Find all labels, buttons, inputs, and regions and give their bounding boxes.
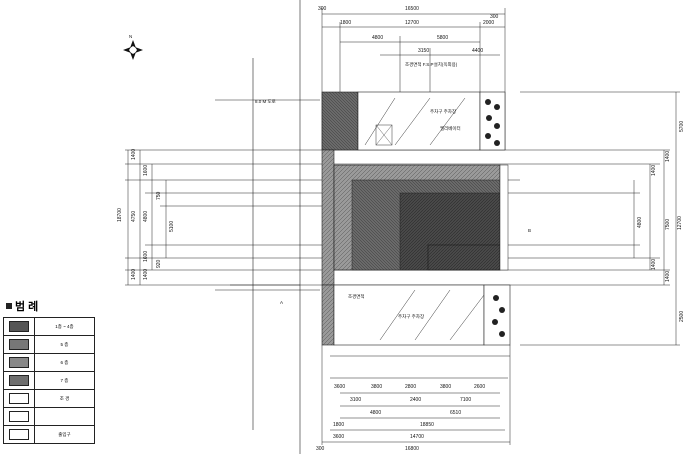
legend-swatch bbox=[9, 410, 29, 422]
small-label-b: B bbox=[528, 228, 531, 233]
bot-dim-r1-0: 3600 bbox=[334, 384, 345, 390]
top-dim-r2-0: 1800 bbox=[340, 20, 351, 26]
legend-swatch-cell bbox=[3, 317, 35, 336]
left-dim-c1-1: 4750 bbox=[131, 211, 137, 222]
legend-swatch bbox=[9, 428, 29, 440]
top-dim-r2-1: 12700 bbox=[405, 20, 419, 26]
legend-label: 5 층 bbox=[34, 335, 95, 354]
road-label: 8.0 M 도로 bbox=[255, 99, 276, 104]
bot-dim-r2-2: 7100 bbox=[460, 397, 471, 403]
bot-dim-r1-2: 2800 bbox=[405, 384, 416, 390]
legend-swatch bbox=[9, 320, 29, 332]
right-dim-c1-2: 1400 bbox=[651, 259, 657, 270]
elevator-label: 엘리베이터 bbox=[440, 125, 461, 132]
left-dim-c3-2: 920 bbox=[156, 259, 162, 268]
bot-dim-r2-1: 2400 bbox=[410, 397, 421, 403]
right-dim-outer-top: 5700 bbox=[679, 121, 685, 132]
right-dim-c1-0: 1400 bbox=[651, 165, 657, 176]
right-dim-c1-1: 4800 bbox=[637, 217, 643, 228]
left-dim-c2-1: 4800 bbox=[143, 211, 149, 222]
bot-dim-r6-1: 16800 bbox=[405, 446, 419, 452]
bot-dim-r5-0: 3600 bbox=[333, 434, 344, 440]
right-dimension-chain bbox=[633, 92, 677, 345]
legend-swatch-cell bbox=[3, 335, 35, 354]
entrance-top-label: 조경면적 F.S.P설치(옥외용) bbox=[405, 61, 458, 68]
right-dim-c3: 12700 bbox=[677, 216, 683, 230]
legend-label: 1층 ~ 4층 bbox=[34, 317, 95, 336]
top-dim-r1-2: 300 bbox=[490, 14, 499, 20]
bot-dim-r3-0: 4800 bbox=[370, 410, 381, 416]
bot-dim-r5-1: 14700 bbox=[410, 434, 424, 440]
parking-bottom-label: 주차구 주차장 bbox=[398, 313, 424, 320]
bot-dim-r3-1: 6510 bbox=[450, 410, 461, 416]
bot-dim-r1-1: 3800 bbox=[371, 384, 382, 390]
top-dim-r3-1: 5800 bbox=[437, 35, 448, 41]
legend-swatch bbox=[9, 374, 29, 386]
legend-label: 출입구 bbox=[34, 425, 95, 444]
right-dim-c2-1: 7500 bbox=[665, 219, 671, 230]
legend-title-text: 범 례 bbox=[15, 301, 39, 313]
legend-row: 5 층 bbox=[3, 335, 95, 354]
left-dim-c2-3: 1400 bbox=[143, 269, 149, 280]
right-dim-c2-2: 1400 bbox=[665, 271, 671, 282]
legend-swatch-cell bbox=[3, 353, 35, 372]
left-dim-outer: 18700 bbox=[117, 208, 123, 222]
bottom-dimension-chain bbox=[321, 345, 511, 445]
right-dim-c2-0: 1400 bbox=[665, 151, 671, 162]
top-dim-r4-0: 3150 bbox=[418, 48, 429, 54]
legend-row: 출입구 bbox=[3, 425, 95, 444]
legend-swatch-cell bbox=[3, 407, 35, 426]
legend-swatch-cell bbox=[3, 389, 35, 408]
bot-dim-r2-0: 3100 bbox=[350, 397, 361, 403]
top-dim-r4-1: 4400 bbox=[472, 48, 483, 54]
left-dimension-chain bbox=[127, 150, 167, 285]
left-dim-c1-2: 1400 bbox=[131, 269, 137, 280]
left-dim-c2-2: 1600 bbox=[143, 251, 149, 262]
left-dim-c3-1: 5100 bbox=[169, 221, 175, 232]
bot-dim-r4-0: 1800 bbox=[333, 422, 344, 428]
legend-swatch-cell bbox=[3, 371, 35, 390]
legend-row: 6 층 bbox=[3, 353, 95, 372]
left-dim-c3-0: 750 bbox=[156, 191, 162, 200]
parking-top-label: 주차구 주차장 bbox=[430, 108, 456, 115]
top-dim-r3-0: 4800 bbox=[372, 35, 383, 41]
small-label-a: A bbox=[280, 300, 283, 305]
legend-swatch bbox=[9, 356, 29, 368]
legend-row: 7 층 bbox=[3, 371, 95, 390]
legend-row: 1층 ~ 4층 bbox=[3, 317, 95, 336]
top-dim-r1-0: 300 bbox=[318, 6, 327, 12]
legend-swatch bbox=[9, 392, 29, 404]
legend-bullet-icon bbox=[6, 303, 12, 309]
north-arrow: N bbox=[123, 34, 143, 60]
legend-swatch bbox=[9, 338, 29, 350]
bot-dim-r4-1: 18850 bbox=[420, 422, 434, 428]
top-dim-r1-1: 16500 bbox=[405, 6, 419, 12]
building-plan bbox=[321, 91, 511, 346]
bot-dim-r1-3: 3800 bbox=[440, 384, 451, 390]
left-dim-c2-0: 1600 bbox=[143, 165, 149, 176]
legend-label: 7 층 bbox=[34, 371, 95, 390]
site-lines bbox=[215, 0, 320, 454]
left-dim-c1-0: 1400 bbox=[131, 149, 137, 160]
top-dim-r2-2: 2000 bbox=[483, 20, 494, 26]
north-label: N bbox=[129, 34, 132, 39]
bot-dim-r1-4: 2600 bbox=[474, 384, 485, 390]
legend-row: 조 경 bbox=[3, 389, 95, 408]
legend-label: 조 경 bbox=[34, 389, 95, 408]
bot-dim-r6-0: 300 bbox=[316, 446, 325, 452]
legend-label: 6 층 bbox=[34, 353, 95, 372]
top-dimension-chain bbox=[321, 8, 506, 150]
right-dim-outer-bottom: 2500 bbox=[679, 311, 685, 322]
legend-label bbox=[34, 407, 95, 426]
legend-title: 범 례 bbox=[6, 298, 95, 314]
legend-row bbox=[3, 407, 95, 426]
bottom-note-label: 조경면적 bbox=[348, 293, 365, 300]
legend-swatch-cell bbox=[3, 425, 35, 444]
